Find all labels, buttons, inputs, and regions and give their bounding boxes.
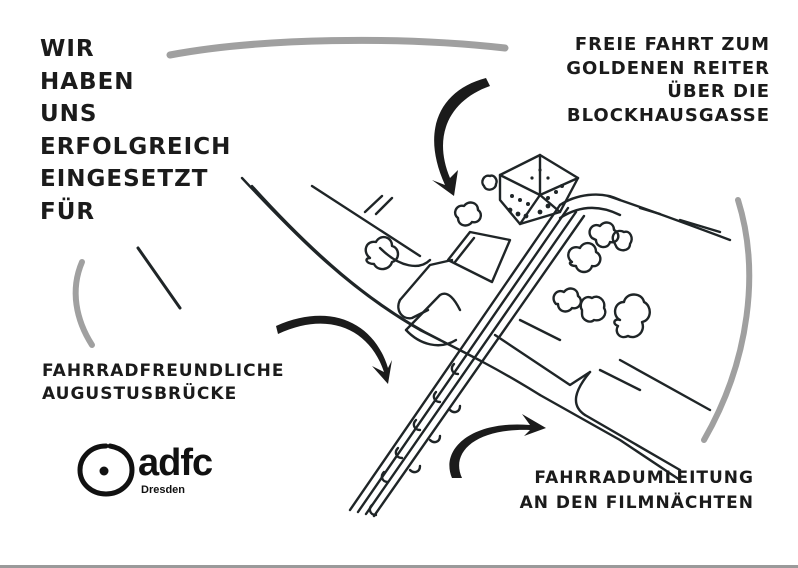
arrow-left — [276, 315, 392, 384]
main-claim-line: ERFOLGREICH — [40, 133, 232, 160]
top-brush-stroke — [166, 36, 509, 59]
wheel-icon — [77, 443, 135, 497]
callout-goldener-reiter: FREIE FAHRT ZUM GOLDENEN REITER ÜBER DIE… — [566, 36, 770, 130]
arrow-bottom — [449, 414, 546, 478]
right-brush-stroke — [701, 197, 753, 443]
main-claim-line: EINGESETZT — [40, 166, 209, 192]
callout-line: FREIE FAHRT ZUM — [574, 34, 770, 55]
callout-line: GOLDENEN REITER — [566, 57, 770, 79]
callout-line: AN DEN FILMNÄCHTEN — [519, 493, 754, 513]
main-claim-line: HABEN — [40, 68, 135, 95]
main-claim-line: WIR — [40, 36, 95, 62]
arrow-top — [432, 78, 490, 196]
left-brush-stroke — [72, 259, 95, 348]
callout-line: FAHRRADFREUNDLICHE — [42, 361, 285, 381]
callout-filmnaechte: FAHRRADUMLEITUNG AN DEN FILMNÄCHTEN — [520, 470, 754, 520]
main-claim-line: UNS — [40, 101, 98, 127]
main-claim: WIR HABEN UNS ERFOLGREICH EINGESETZT FÜR — [40, 38, 231, 233]
bottom-divider — [0, 565, 798, 568]
callout-line: BLOCKHAUSGASSE — [566, 104, 770, 126]
main-claim-line: FÜR — [40, 198, 96, 225]
logo-city: Dresden — [141, 484, 186, 496]
callout-line: FAHRRADUMLEITUNG — [534, 468, 754, 488]
logo-wordmark: adfc — [138, 442, 213, 484]
adfc-logo: adfc Dresden — [76, 440, 246, 500]
callout-line: AUGUSTUSBRÜCKE — [42, 384, 238, 404]
callout-line: ÜBER DIE — [667, 81, 770, 102]
callout-augustusbruecke: FAHRRADFREUNDLICHE AUGUSTUSBRÜCKE — [42, 363, 284, 409]
